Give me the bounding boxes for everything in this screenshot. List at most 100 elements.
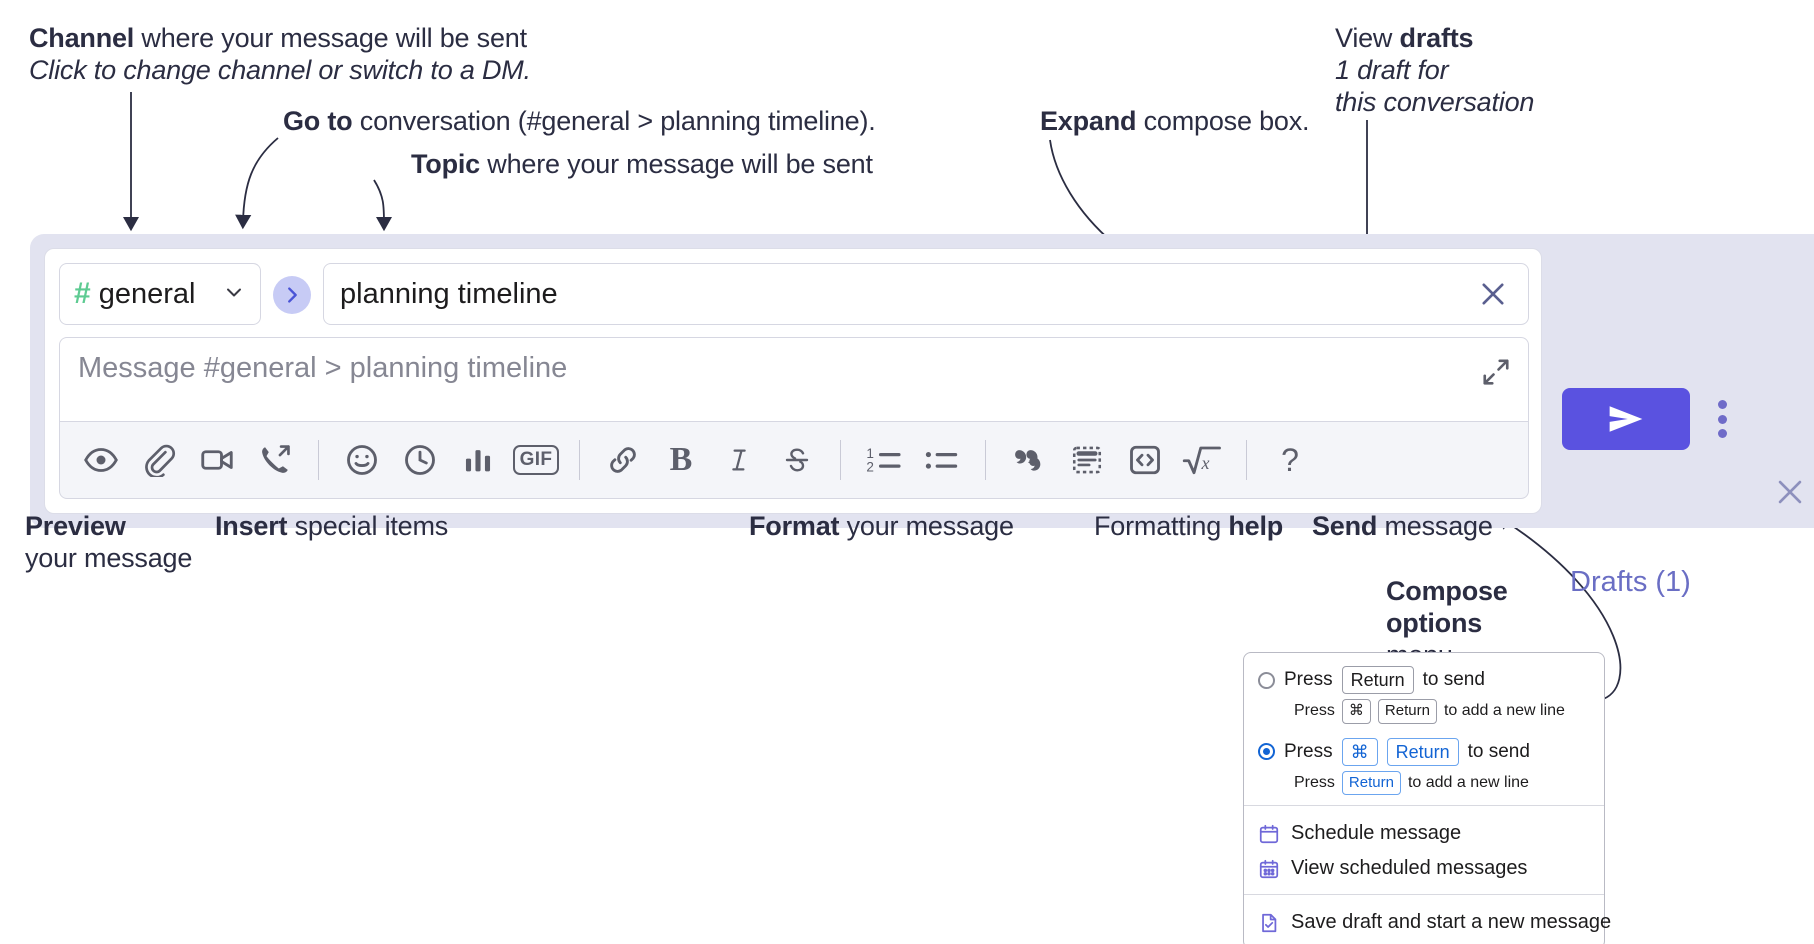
formatting-toolbar: GIF B: [59, 421, 1529, 499]
emoji-button[interactable]: [333, 432, 391, 488]
bold-icon: B: [669, 441, 693, 478]
option1-press: Press: [1284, 669, 1333, 691]
send-paper-plane-icon: [1609, 406, 1643, 432]
poll-button[interactable]: [449, 432, 507, 488]
bulleted-list-icon: [925, 451, 958, 469]
compose-options-button[interactable]: [1704, 396, 1740, 442]
question-mark-icon: ?: [1281, 441, 1299, 478]
more-options-vertical-icon: [1717, 400, 1727, 409]
annotation-topic: Topic where your message will be sent: [411, 149, 873, 179]
schedule-reminder-button[interactable]: [391, 432, 449, 488]
conversation-row: # general planning timeline: [59, 263, 1529, 325]
radio-selected-icon: [1258, 743, 1275, 761]
phone-outgoing-icon: [262, 445, 290, 473]
link-button[interactable]: [594, 432, 652, 488]
annotation-channel: Channel where your message will be sent …: [29, 23, 531, 85]
formatting-help-button[interactable]: ?: [1261, 432, 1319, 488]
close-icon: [1778, 480, 1802, 504]
topic-value: planning timeline: [340, 277, 558, 310]
menu-item-schedule-message[interactable]: Schedule message: [1244, 816, 1604, 851]
channel-selector[interactable]: # general: [59, 263, 261, 325]
chevron-right-icon: [288, 287, 297, 303]
annotation-preview: Preview your message: [25, 511, 193, 573]
svg-text:x: x: [1201, 453, 1210, 473]
expand-compose-button[interactable]: [1478, 354, 1514, 390]
menu-radio-option-return-sub: Press ⌘ Return to add a new line: [1244, 697, 1604, 725]
attach-file-button[interactable]: [130, 432, 188, 488]
menu-radio-option-return[interactable]: Press Return to send: [1244, 663, 1604, 697]
record-audio-clip-button[interactable]: [246, 432, 304, 488]
option2-sub-key-return: Return: [1341, 770, 1401, 796]
option1-sub-key-cmd: ⌘: [1341, 699, 1371, 724]
topic-input[interactable]: planning timeline: [323, 263, 1529, 325]
annotation-drafts: View drafts 1 draft for this conversatio…: [1335, 23, 1535, 117]
italic-icon: [732, 449, 746, 471]
ordered-list-button[interactable]: 1 2: [855, 432, 913, 488]
link-icon: [610, 447, 636, 473]
clock-icon: [405, 445, 435, 475]
annotation-insert: Insert special items: [215, 511, 449, 541]
option2-sub-tail: to add a new line: [1407, 773, 1529, 791]
compose-inner-box: # general planning timeline: [44, 248, 1542, 514]
option1-sub-press: Press: [1294, 702, 1335, 720]
strikethrough-button[interactable]: [768, 432, 826, 488]
code-block-icon: [1072, 446, 1102, 474]
hash-icon: #: [74, 277, 91, 310]
more-options-dot-3: [1717, 429, 1727, 438]
svg-text:2: 2: [866, 460, 874, 475]
bold-button[interactable]: B: [652, 432, 710, 488]
square-root-icon: x: [1182, 446, 1221, 475]
menu-radio-option-cmd-return-sub: Press Return to add a new line: [1244, 769, 1604, 797]
paperclip-icon: [145, 444, 176, 477]
close-panel-button[interactable]: [1770, 472, 1810, 512]
message-input[interactable]: Message #general > planning timeline: [59, 337, 1529, 421]
option1-sub-tail: to add a new line: [1443, 702, 1565, 720]
annotation-expand: Expand compose box.: [1040, 106, 1310, 136]
goto-conversation-button[interactable]: [273, 276, 311, 314]
record-video-clip-button[interactable]: [188, 432, 246, 488]
menu-item-label: View scheduled messages: [1291, 857, 1528, 880]
send-message-button[interactable]: [1562, 388, 1690, 450]
bar-chart-icon: [465, 450, 491, 472]
drafts-link[interactable]: Drafts (1): [1570, 566, 1691, 598]
strikethrough-icon: [785, 448, 809, 472]
menu-item-save-draft[interactable]: Save draft and start a new message: [1244, 905, 1611, 940]
option2-press: Press: [1284, 740, 1333, 762]
preview-message-button[interactable]: [72, 432, 130, 488]
code-brackets-icon: [1130, 445, 1160, 475]
radio-unselected-icon: [1258, 671, 1275, 689]
eye-icon: [84, 448, 118, 472]
inline-code-button[interactable]: [1116, 432, 1174, 488]
chevron-down-icon: [222, 280, 246, 309]
code-block-button[interactable]: [1058, 432, 1116, 488]
expand-icon: [1483, 359, 1509, 385]
option2-key-cmd: ⌘: [1341, 737, 1378, 766]
message-placeholder: Message #general > planning timeline: [78, 352, 568, 384]
option2-tail: to send: [1467, 740, 1530, 762]
gif-icon: GIF: [512, 445, 560, 475]
italic-button[interactable]: [710, 432, 768, 488]
separator-3: [840, 440, 841, 480]
schedule-options: Schedule message View scheduled messages: [1244, 805, 1604, 894]
close-icon: [1482, 283, 1504, 305]
annotation-format: Format your message: [749, 511, 1014, 541]
smiley-icon: [347, 445, 377, 475]
compose-options-menu: Press Return to send Press ⌘ Return to a…: [1243, 652, 1611, 944]
more-options-dot-2: [1717, 414, 1727, 424]
blockquote-button[interactable]: [1000, 432, 1058, 488]
menu-item-view-scheduled-messages[interactable]: View scheduled messages: [1244, 851, 1604, 886]
bulleted-list-button[interactable]: [913, 432, 971, 488]
gif-button[interactable]: GIF: [507, 432, 565, 488]
annotation-send: Send message: [1312, 511, 1493, 541]
separator-5: [1246, 440, 1247, 480]
draft-options: Save draft and start a new message: [1244, 894, 1611, 944]
math-button[interactable]: x: [1174, 432, 1232, 488]
calendar-grid-icon: [1258, 858, 1280, 880]
menu-radio-option-cmd-return[interactable]: Press ⌘ Return to send: [1244, 735, 1604, 769]
option1-sub-key-return: Return: [1377, 699, 1437, 724]
clear-topic-button[interactable]: [1474, 275, 1512, 313]
menu-item-label: Schedule message: [1291, 822, 1462, 845]
separator-4: [985, 440, 986, 480]
compose-panel: Drafts (1) # general: [30, 234, 1814, 598]
